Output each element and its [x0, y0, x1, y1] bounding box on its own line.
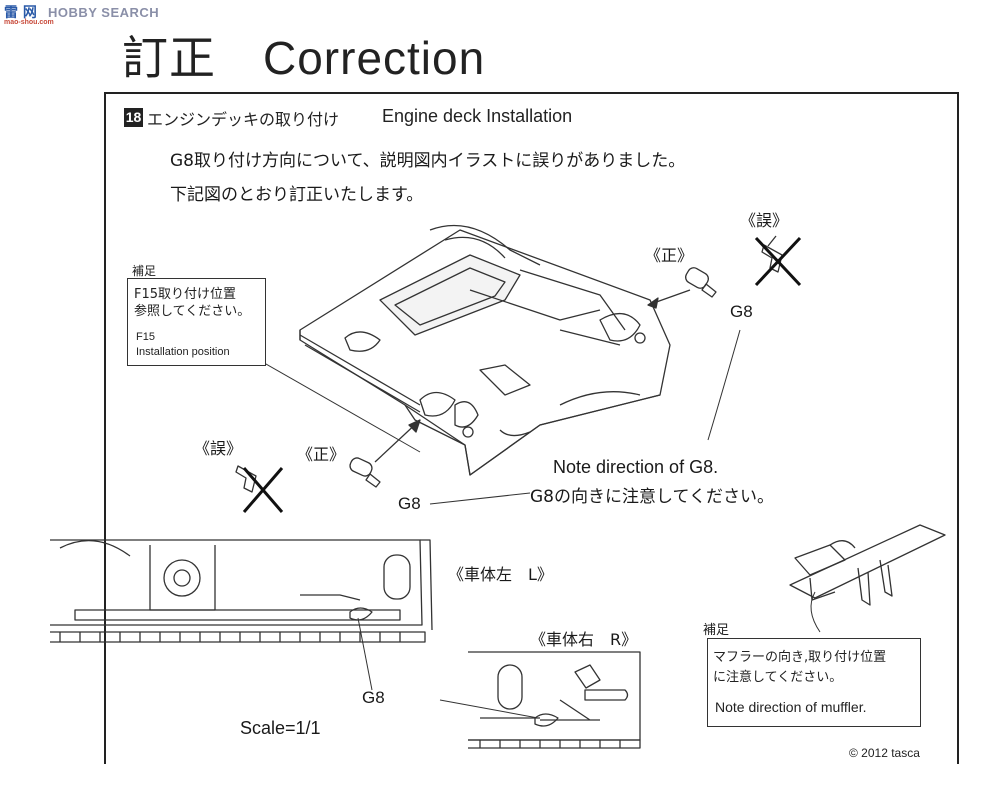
label-g8-bottom: G8: [362, 688, 385, 707]
step-title-en: Engine deck Installation: [382, 106, 573, 126]
correction-text-line2: 下記図のとおり訂正いたします。: [170, 185, 424, 205]
correction-text-line1: G8取り付け方向について、説明図内イラストに誤りがありました。: [170, 151, 686, 171]
g8-part-correct-top: [685, 267, 717, 298]
watermark-logo-text: 雷 网: [4, 5, 37, 21]
label-hull-left: 《車体左 L》: [448, 565, 553, 584]
supplement-right-line3: Note direction of muffler.: [715, 699, 867, 715]
label-scale: Scale=1/1: [240, 718, 321, 738]
page-title: 訂正 Correction: [122, 32, 486, 84]
supplement-left-box: [127, 278, 266, 366]
label-correct-top: 《正》: [645, 246, 694, 265]
wrong-x-mark-top: [754, 236, 802, 287]
g8-part-wrong-left: [235, 465, 257, 493]
supplement-right-box: [707, 638, 921, 727]
label-hull-right: 《車体右 R》: [530, 630, 638, 649]
engine-deck-drawing: [299, 224, 671, 476]
note-g8-jp: G8の向きに注意してください。: [530, 487, 774, 507]
copyright: © 2012 tasca: [849, 746, 920, 760]
step-number-badge: 18: [124, 108, 143, 127]
watermark-sub: mao-shou.com: [4, 19, 54, 26]
label-correct-left: 《正》: [297, 445, 346, 464]
hull-left-detail-drawing: [50, 539, 433, 691]
g8-part-correct-left: [349, 457, 381, 488]
label-wrong-top: 《誤》: [740, 211, 789, 230]
label-wrong-left: 《誤》: [194, 439, 243, 458]
supplement-left-line2: 参照してください。: [134, 304, 251, 319]
watermark-logo: 雷 网 HOBBY SEARCH mao-shou.com: [4, 2, 160, 26]
hull-right-detail-drawing: [439, 651, 641, 749]
supplement-left-en2: Installation position: [136, 346, 230, 358]
label-g8-left: G8: [398, 494, 421, 513]
content-frame: [104, 92, 959, 764]
supplement-right-line1: マフラーの向き,取り付け位置: [713, 650, 887, 665]
step-title-jp: エンジンデッキの取り付け: [147, 110, 340, 129]
muffler-detail-drawing: [789, 524, 946, 633]
watermark-text: HOBBY SEARCH: [47, 5, 160, 20]
note-g8-en: Note direction of G8.: [553, 457, 719, 477]
wrong-x-mark-left: [242, 467, 284, 513]
label-g8-top: G8: [730, 302, 753, 321]
supplement-right-heading: 補足: [703, 623, 730, 638]
supplement-left-heading: 補足: [132, 264, 157, 278]
supplement-left-en1: F15: [136, 331, 155, 343]
supplement-left-line1: F15取り付け位置: [134, 287, 237, 302]
supplement-right-line2: に注意してください。: [713, 670, 843, 685]
